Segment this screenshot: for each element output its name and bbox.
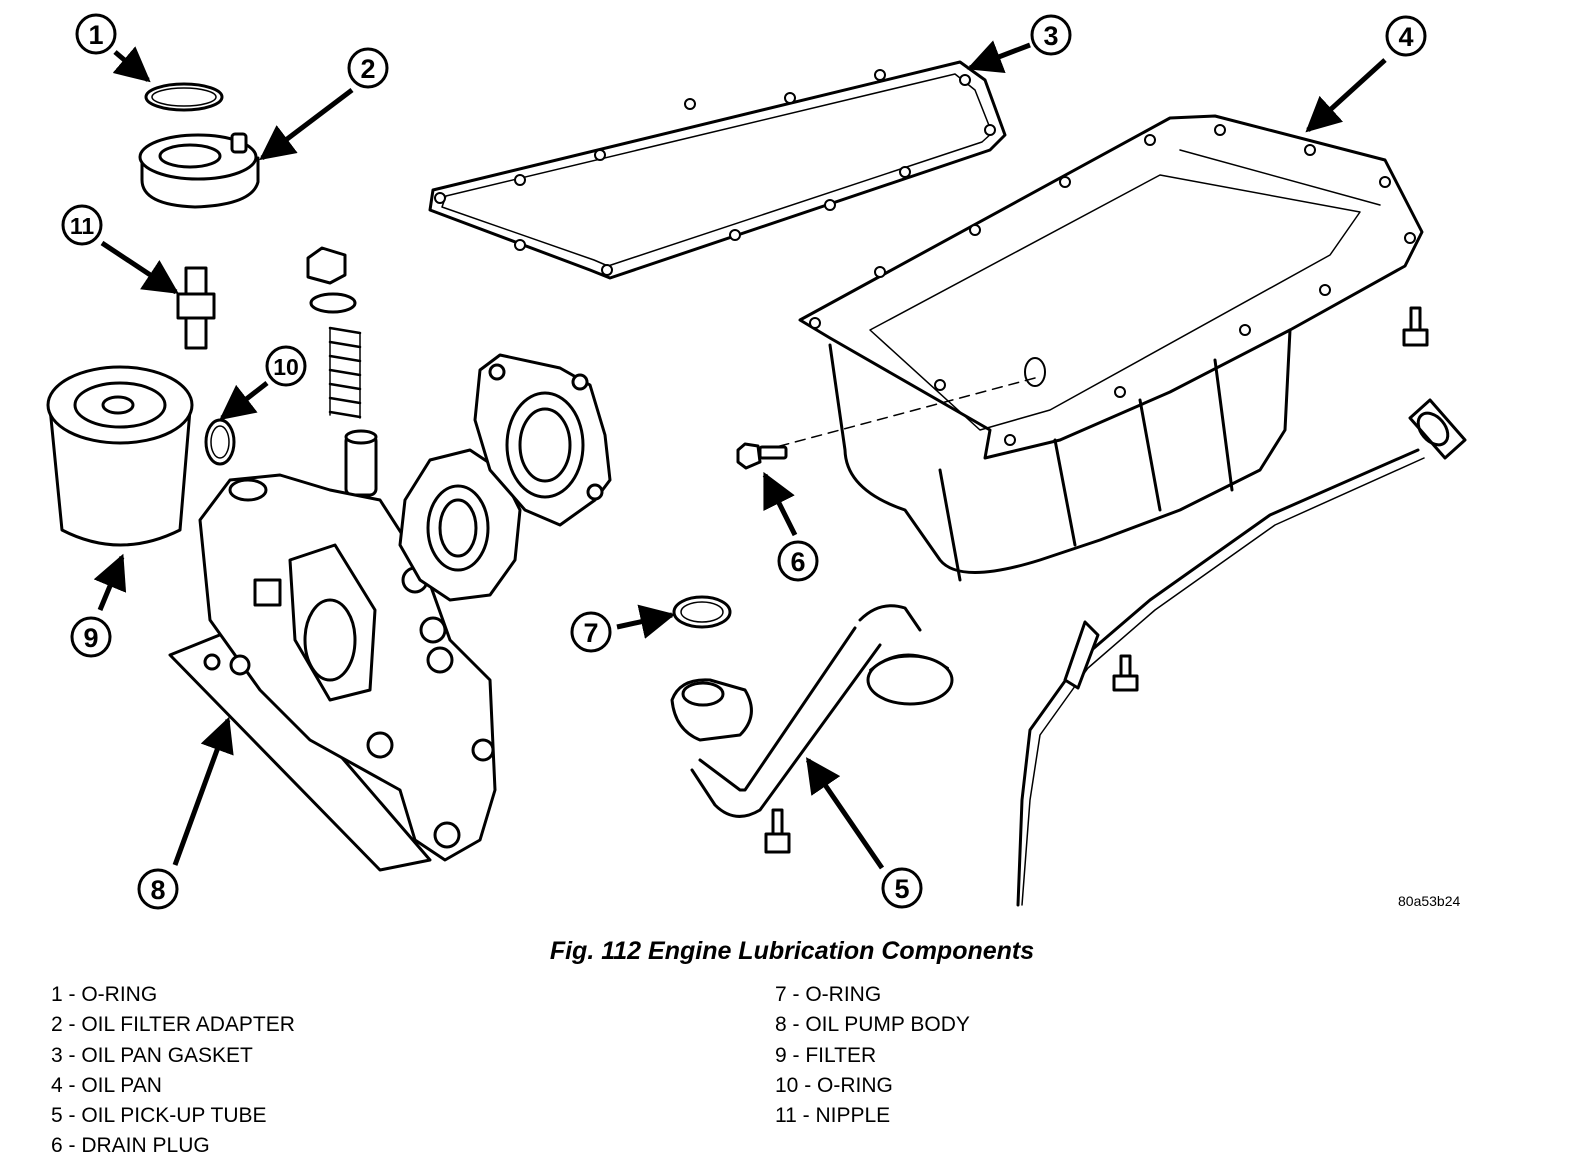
- inner-rotor-part: [398, 448, 522, 602]
- svg-text:11: 11: [70, 213, 95, 239]
- oil-pump-body-part: [168, 473, 497, 872]
- figure-title: Fig. 112 Engine Lubrication Components: [549, 937, 1035, 965]
- exploded-parts-diagram: 1 2 3 4 5 6 7 8: [46, 13, 1467, 910]
- pump-cover-plate-part: [473, 353, 612, 527]
- nipple-part: [176, 266, 216, 350]
- svg-text:4: 4: [1398, 22, 1413, 52]
- o-ring-part-10: [204, 418, 236, 466]
- legend-item: 7 - O-RING: [775, 983, 882, 1006]
- legend-left-column: 1 - O-RING 2 - OIL FILTER ADAPTER 3 - OI…: [51, 980, 295, 1162]
- svg-text:9: 9: [83, 623, 98, 653]
- svg-text:3: 3: [1043, 21, 1058, 51]
- relief-valve-spring-part: [328, 326, 362, 419]
- figure-code: 80a53b24: [1398, 893, 1461, 909]
- callout-8: 8: [137, 868, 179, 910]
- callout-1: 1: [75, 13, 117, 55]
- svg-text:8: 8: [150, 875, 165, 905]
- tube-bolt-icon: [764, 808, 791, 854]
- legend-item: 3 - OIL PAN GASKET: [51, 1043, 253, 1067]
- drain-plug-part: [736, 442, 788, 470]
- callout-6: 6: [777, 540, 819, 582]
- legend-item: 4 - OIL PAN: [51, 1073, 162, 1097]
- oil-filter-adapter-part: [138, 132, 260, 209]
- callout-3: 3: [1030, 14, 1072, 56]
- dipstick-bolt-icon: [1112, 654, 1139, 692]
- legend-item: 9 - FILTER: [775, 1043, 877, 1067]
- callout-10: 10: [265, 345, 307, 387]
- oil-filter-part: [46, 365, 194, 547]
- relief-valve-cap-part: [306, 246, 357, 314]
- relief-valve-plunger-part: [344, 429, 378, 497]
- oil-pan-part: [798, 114, 1424, 582]
- o-ring-part-1: [144, 82, 224, 112]
- callout-4: 4: [1385, 15, 1427, 57]
- o-ring-part-7: [672, 595, 732, 629]
- svg-text:5: 5: [894, 874, 909, 904]
- legend-item: 1 - O-RING: [51, 983, 158, 1006]
- dipstick-part: [1016, 398, 1467, 907]
- legend-item: 10 - O-RING: [775, 1073, 893, 1097]
- callout-5: 5: [881, 867, 923, 909]
- svg-text:10: 10: [273, 354, 299, 380]
- svg-text:6: 6: [790, 547, 805, 577]
- legend-item: 8 - OIL PUMP BODY: [775, 1013, 970, 1037]
- legend-item: 6 - DRAIN PLUG: [51, 1134, 210, 1158]
- svg-text:2: 2: [360, 54, 375, 84]
- callout-11: 11: [61, 204, 103, 246]
- svg-text:1: 1: [88, 20, 103, 50]
- callout-2: 2: [347, 47, 389, 89]
- legend-item: 11 - NIPPLE: [775, 1104, 891, 1128]
- legend-item: 5 - OIL PICK-UP TUBE: [51, 1104, 267, 1128]
- legend-item: 2 - OIL FILTER ADAPTER: [51, 1013, 295, 1037]
- callout-7: 7: [570, 611, 612, 653]
- pan-bolt-icon: [1402, 306, 1429, 347]
- oil-pick-up-tube-part: [670, 604, 954, 818]
- legend-right-column: 7 - O-RING 8 - OIL PUMP BODY 9 - FILTER …: [775, 980, 970, 1131]
- callout-9: 9: [70, 616, 112, 658]
- svg-text:7: 7: [583, 618, 598, 648]
